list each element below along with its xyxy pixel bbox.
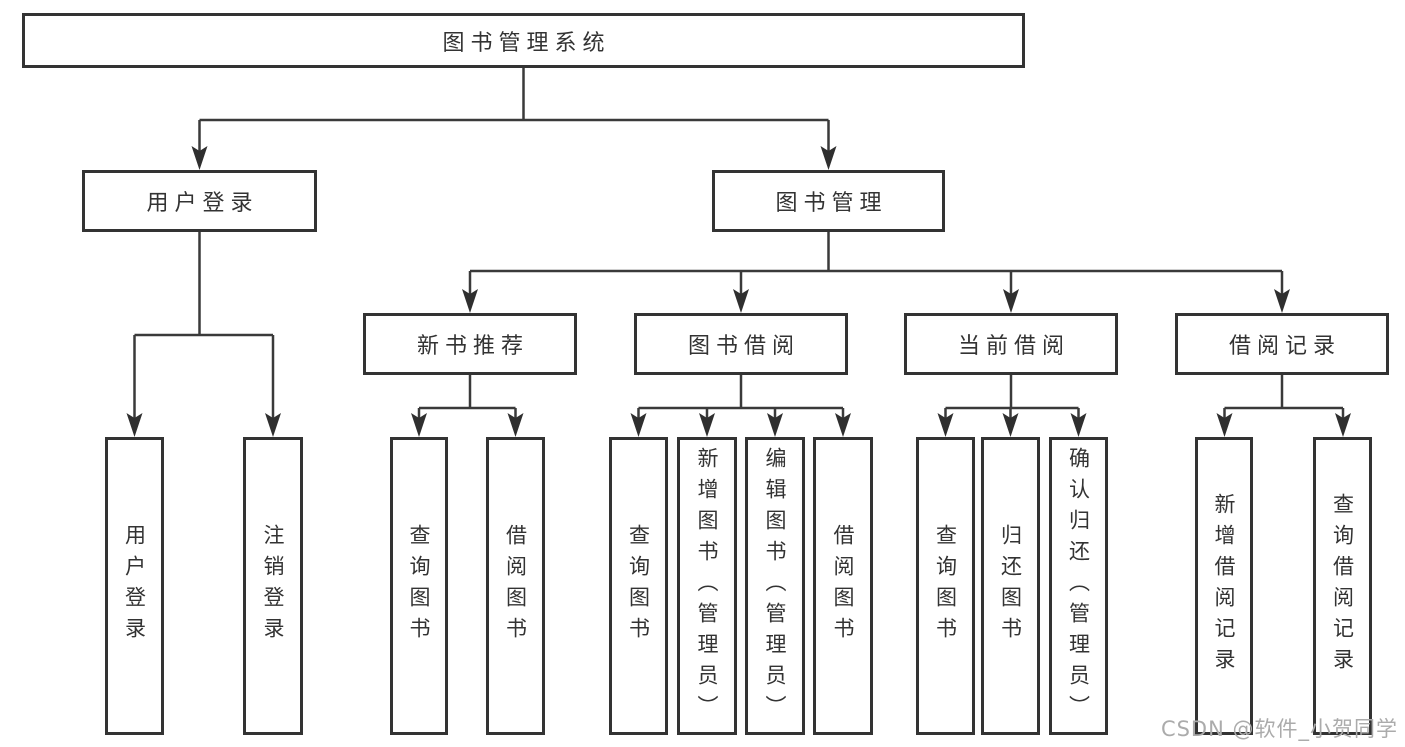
leaf-logout: 注销登录: [243, 437, 303, 735]
csdn-watermark: CSDN @软件_小贺同学: [1160, 717, 1398, 741]
connector-user-login-to-leaves: [126, 232, 281, 437]
leaf-confirm-return-admin: 确认归还（管理员）: [1049, 437, 1108, 735]
leaf-query-borrow-record: 查询借阅记录: [1313, 437, 1372, 735]
node-user-login: 用户登录: [82, 170, 317, 232]
leaf-label: 编辑图书（管理员）: [763, 446, 787, 726]
arrowhead-down: [1003, 289, 1019, 313]
leaf-query-books-borrowing: 查询图书: [609, 437, 668, 735]
connector-line: [1223, 375, 1345, 418]
leaf-edit-books-admin: 编辑图书（管理员）: [745, 437, 805, 735]
connector-line: [133, 232, 275, 418]
arrowhead-down: [462, 289, 478, 313]
connector-new-book-recommend-to-leaves: [411, 375, 524, 437]
leaf-label: 新增借阅记录: [1212, 493, 1236, 679]
node-book-borrowing: 图书借阅: [634, 313, 848, 375]
node-current-borrowing: 当前借阅: [904, 313, 1118, 375]
arrowhead-down: [126, 413, 143, 437]
arrowhead-down: [411, 413, 427, 437]
arrowhead-down: [265, 413, 281, 437]
connector-current-borrowing-to-leaves: [937, 375, 1087, 437]
leaf-label: 查询图书: [933, 524, 958, 648]
arrowhead-down: [1335, 413, 1351, 437]
connector-line: [417, 375, 517, 418]
leaf-label: 借阅图书: [831, 524, 855, 648]
leaf-label: 确认归还（管理员）: [1066, 446, 1091, 726]
connector-line: [944, 375, 1080, 418]
arrowhead-down: [699, 413, 715, 437]
leaf-label: 查询图书: [407, 524, 431, 648]
connector-line: [468, 232, 1284, 294]
node-new-book-recommend: 新书推荐: [363, 313, 577, 375]
node-root-library-management-system: 图书管理系统: [22, 13, 1025, 68]
connector-line: [198, 68, 830, 151]
leaf-add-borrow-record: 新增借阅记录: [1195, 437, 1253, 735]
leaf-label: 借阅图书: [503, 524, 528, 648]
arrowhead-down: [1216, 413, 1233, 437]
arrowhead-down: [507, 413, 524, 437]
arrowhead-down: [1274, 289, 1290, 313]
arrowhead-down: [630, 413, 647, 437]
arrowhead-down: [767, 413, 783, 437]
arrowhead-down: [835, 413, 851, 437]
leaf-query-books-recommend: 查询图书: [390, 437, 448, 735]
leaf-label: 用户登录: [122, 524, 147, 648]
leaf-borrow-books-borrowing: 借阅图书: [813, 437, 873, 735]
connector-borrowing-records-to-leaves: [1216, 375, 1351, 437]
leaf-label: 查询图书: [626, 524, 651, 648]
arrowhead-down: [733, 289, 749, 313]
leaf-borrow-books-recommend: 借阅图书: [486, 437, 545, 735]
arrowhead-down: [1002, 413, 1019, 437]
arrowhead-down: [820, 146, 837, 170]
arrowhead-down: [937, 413, 954, 437]
connector-line: [637, 375, 845, 418]
arrowhead-down: [1070, 413, 1087, 437]
leaf-label: 查询借阅记录: [1330, 493, 1355, 679]
leaf-label: 新增图书（管理员）: [695, 446, 719, 726]
connector-book-management-to-level3: [462, 232, 1290, 313]
node-borrowing-records: 借阅记录: [1175, 313, 1389, 375]
leaf-add-books-admin: 新增图书（管理员）: [677, 437, 737, 735]
leaf-query-books-current: 查询图书: [916, 437, 975, 735]
connector-root-to-level2: [191, 68, 837, 170]
leaf-label: 归还图书: [998, 524, 1023, 648]
leaf-return-books: 归还图书: [981, 437, 1040, 735]
leaf-user-login: 用户登录: [105, 437, 164, 735]
node-book-management: 图书管理: [712, 170, 945, 232]
arrowhead-down: [191, 146, 208, 170]
leaf-label: 注销登录: [261, 524, 285, 648]
connector-book-borrowing-to-leaves: [630, 375, 851, 437]
